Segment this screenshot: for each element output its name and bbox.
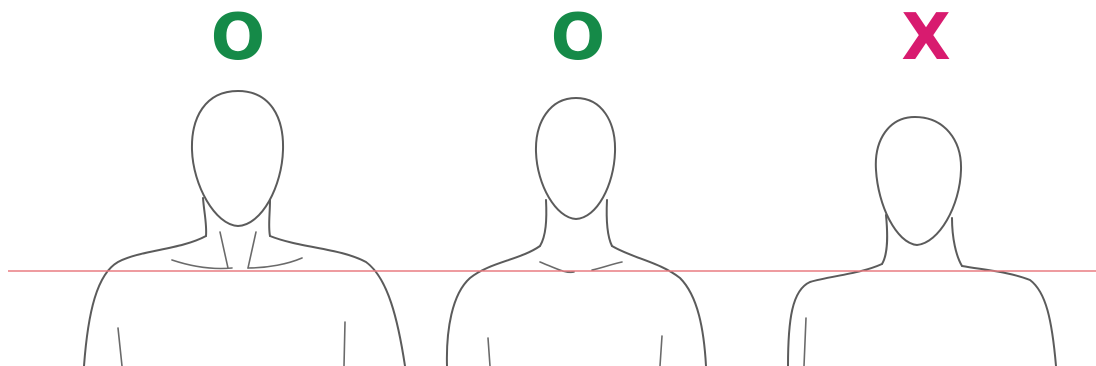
incorrect-mark: X (866, 2, 986, 74)
figure-1-shoulders (84, 236, 405, 366)
figure-3 (788, 117, 1056, 366)
figure-1-arm-lines (118, 322, 345, 366)
figure-3-neck (882, 215, 962, 266)
figure-1-collarbones (172, 258, 302, 269)
figure-1 (84, 91, 405, 366)
figure-1-neck-left (203, 198, 206, 236)
figure-3-arm-lines (804, 318, 806, 366)
correct-mark-2: O (518, 2, 638, 74)
figure-2 (447, 98, 706, 366)
figure-2-head (536, 98, 615, 219)
figure-3-shoulders (788, 264, 1056, 366)
figure-2-neck (540, 200, 612, 246)
figure-2-arm-lines (488, 336, 662, 366)
figure-2-shoulders (447, 246, 706, 366)
figure-1-neck-muscles (220, 232, 256, 268)
figure-1-neck-right (269, 200, 270, 236)
figure-3-head (876, 117, 961, 245)
correct-mark-1: O (178, 2, 298, 74)
